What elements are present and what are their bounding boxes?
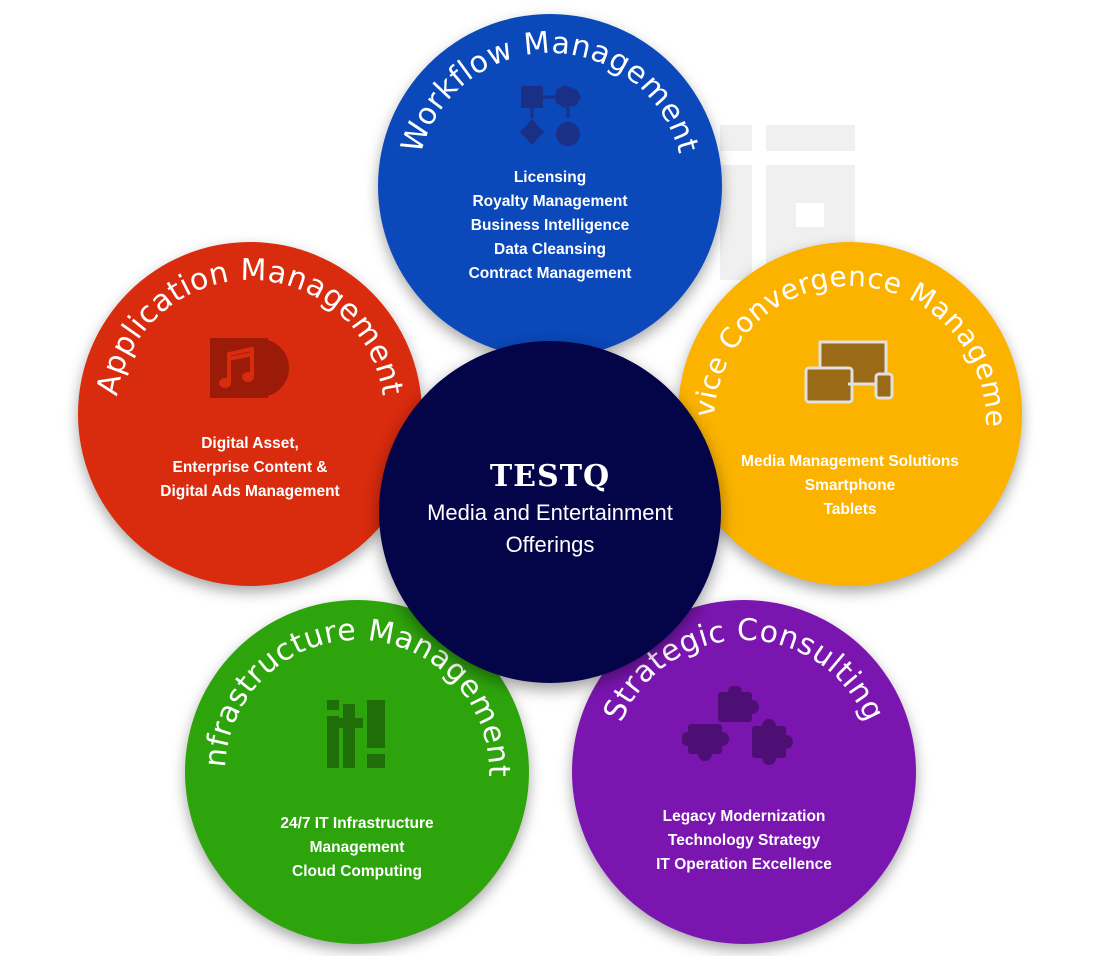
list-item: Legacy Modernization [662, 808, 826, 825]
list-item: 24/7 IT Infrastructure [280, 815, 434, 832]
application-items: Digital Asset, Enterprise Content & Digi… [78, 432, 422, 504]
device-items: Media Management Solutions Smartphone Ta… [678, 450, 1022, 522]
it-exclamation-icon [327, 700, 385, 768]
list-item: Enterprise Content & [172, 459, 328, 476]
list-item: Licensing [513, 169, 587, 186]
list-item: Business Intelligence [470, 217, 630, 234]
list-item: Contract Management [468, 265, 632, 282]
list-item: Cloud Computing [292, 863, 422, 880]
music-disc-icon [210, 338, 289, 398]
list-item: Media Management Solutions [741, 453, 959, 470]
list-item: Royalty Management [472, 193, 628, 210]
list-item: IT Operation Excellence [656, 856, 832, 873]
application-title-arc: Application Management [90, 253, 409, 398]
strategic-items: Legacy Modernization Technology Strategy… [572, 805, 916, 877]
devices-icon [804, 340, 894, 404]
application-management-circle: Application Management Digital Asset, En… [78, 242, 422, 586]
center-hub-circle: TESTQ Media and Entertainment Offerings [379, 341, 721, 683]
list-item: Digital Ads Management [160, 483, 340, 500]
workflow-items: Licensing Royalty Management Business In… [378, 166, 722, 286]
list-item: Technology Strategy [667, 832, 821, 849]
device-title-arc: Device Convergence Management [667, 216, 1012, 428]
brand-title: TESTQ [489, 459, 611, 494]
list-item: Digital Asset, [201, 435, 299, 452]
workflow-shapes-icon [520, 85, 581, 146]
list-item: Management [309, 839, 405, 856]
hub-subtitle: Media and Entertainment Offerings [427, 500, 673, 557]
list-item: Data Cleansing [494, 241, 606, 258]
list-item: Smartphone [804, 477, 896, 494]
puzzle-pieces-icon [682, 686, 793, 765]
workflow-management-circle: Workflow Management Licensing Royalty Ma… [378, 14, 722, 358]
infrastructure-items: 24/7 IT Infrastructure Management Cloud … [185, 812, 529, 884]
list-item: Tablets [823, 501, 877, 518]
device-convergence-circle: Device Convergence Management Media Mana… [667, 216, 1022, 586]
workflow-title-arc: Workflow Management [395, 25, 705, 157]
